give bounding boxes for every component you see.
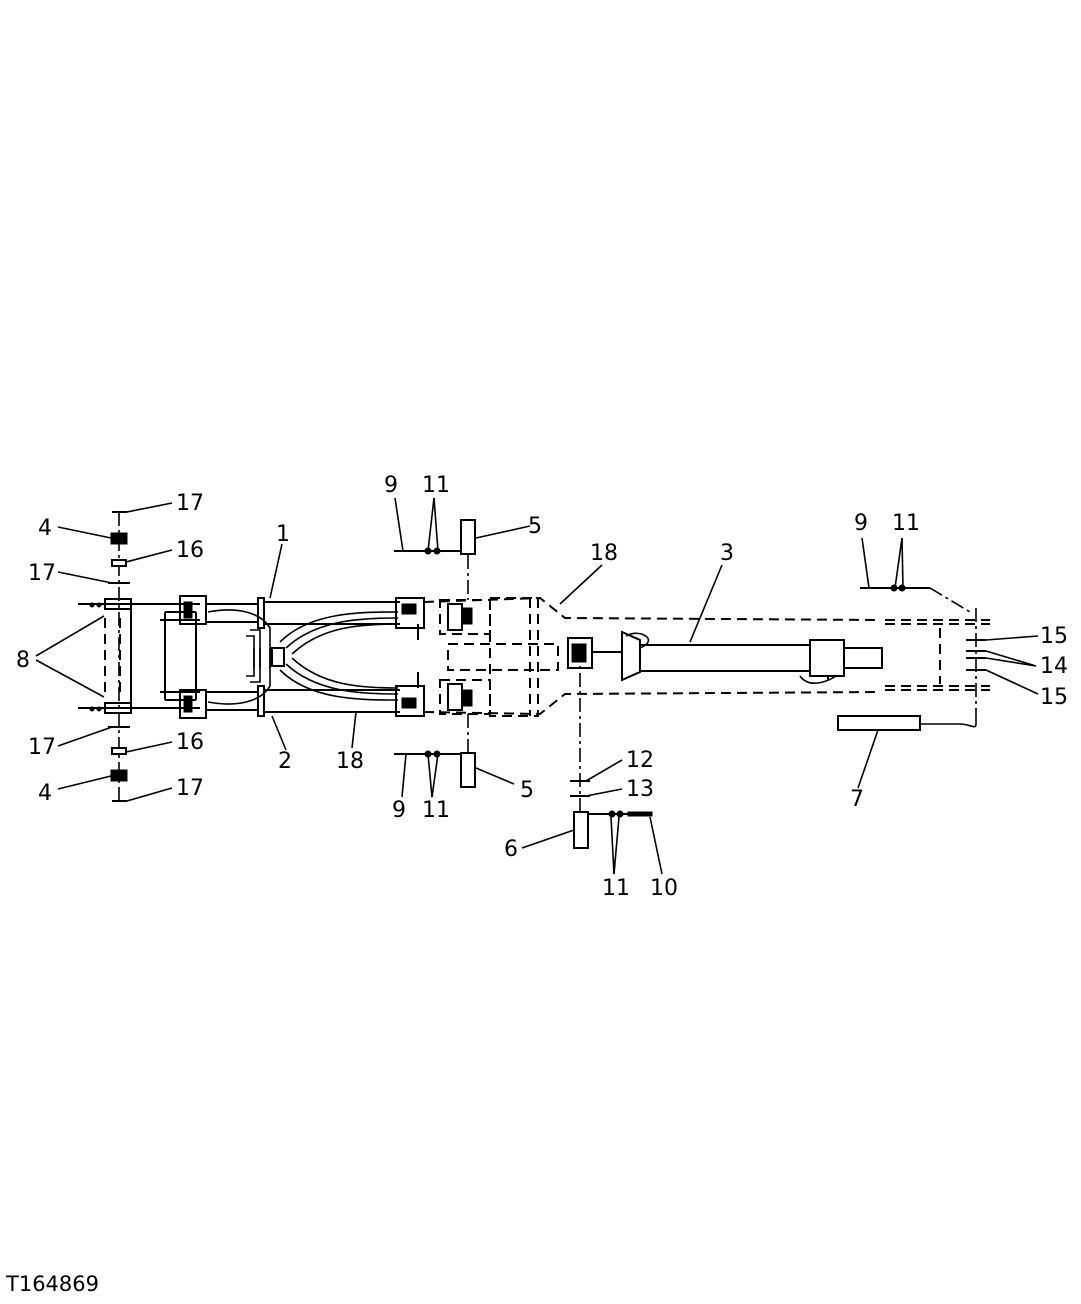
callout-11-right: 11 bbox=[892, 511, 920, 536]
callout-11-bot: 11 bbox=[422, 798, 450, 823]
callout-3: 3 bbox=[720, 541, 734, 566]
part-1-upper-cylinder bbox=[205, 597, 425, 668]
part-7-pin bbox=[837, 715, 921, 731]
callout-17-d: 17 bbox=[176, 776, 204, 801]
callout-7: 7 bbox=[850, 787, 864, 812]
callout-17-a: 17 bbox=[176, 491, 204, 516]
front-frame bbox=[78, 595, 207, 719]
callout-11-low: 11 bbox=[602, 876, 630, 901]
center-frame-dashed bbox=[423, 596, 881, 717]
pin-assembly-right bbox=[860, 584, 971, 613]
part-6-boom-pin bbox=[573, 811, 589, 849]
callout-17-c: 17 bbox=[28, 735, 56, 760]
part-16-bot-washer bbox=[111, 747, 127, 755]
callout-17-b: 17 bbox=[28, 561, 56, 586]
callout-8: 8 bbox=[16, 648, 30, 673]
callout-12: 12 bbox=[626, 748, 654, 773]
callout-4-bot: 4 bbox=[38, 781, 52, 806]
pin-assembly-top-center bbox=[394, 519, 476, 600]
callout-15-bot: 15 bbox=[1040, 685, 1068, 710]
callout-11-top: 11 bbox=[422, 473, 450, 498]
callout-18-bot: 18 bbox=[336, 749, 364, 774]
callout-5-bot: 5 bbox=[520, 778, 534, 803]
part-2-lower-cylinder bbox=[205, 647, 425, 717]
callout-9-top: 9 bbox=[384, 473, 398, 498]
figure-id-label: T164869 bbox=[6, 1272, 99, 1296]
leader-lines bbox=[35, 497, 1039, 875]
callout-10: 10 bbox=[650, 876, 678, 901]
callout-16-bot: 16 bbox=[176, 730, 204, 755]
callout-9-bot: 9 bbox=[392, 798, 406, 823]
part-3-boom-cylinder bbox=[567, 630, 883, 685]
callout-2: 2 bbox=[278, 749, 292, 774]
callout-18-top: 18 bbox=[590, 541, 618, 566]
part-4-bot-bushing bbox=[110, 769, 128, 782]
callout-16-top: 16 bbox=[176, 538, 204, 563]
callout-1: 1 bbox=[276, 522, 290, 547]
callout-4-top: 4 bbox=[38, 516, 52, 541]
part-16-top-washer bbox=[111, 559, 127, 567]
callout-labels: 17 4 16 17 8 17 16 4 17 1 2 18 18 3 9 11… bbox=[16, 473, 1068, 901]
callout-13: 13 bbox=[626, 777, 654, 802]
callout-9-right: 9 bbox=[854, 511, 868, 536]
callout-5-top: 5 bbox=[528, 514, 542, 539]
callout-15-top: 15 bbox=[1040, 624, 1068, 649]
rear-frame bbox=[837, 608, 990, 731]
callout-14: 14 bbox=[1040, 654, 1068, 679]
part-5-bot-pin bbox=[460, 752, 476, 788]
part-5-top-pin bbox=[460, 519, 476, 555]
callout-6: 6 bbox=[504, 837, 518, 862]
part-4-top-bushing bbox=[110, 532, 128, 545]
